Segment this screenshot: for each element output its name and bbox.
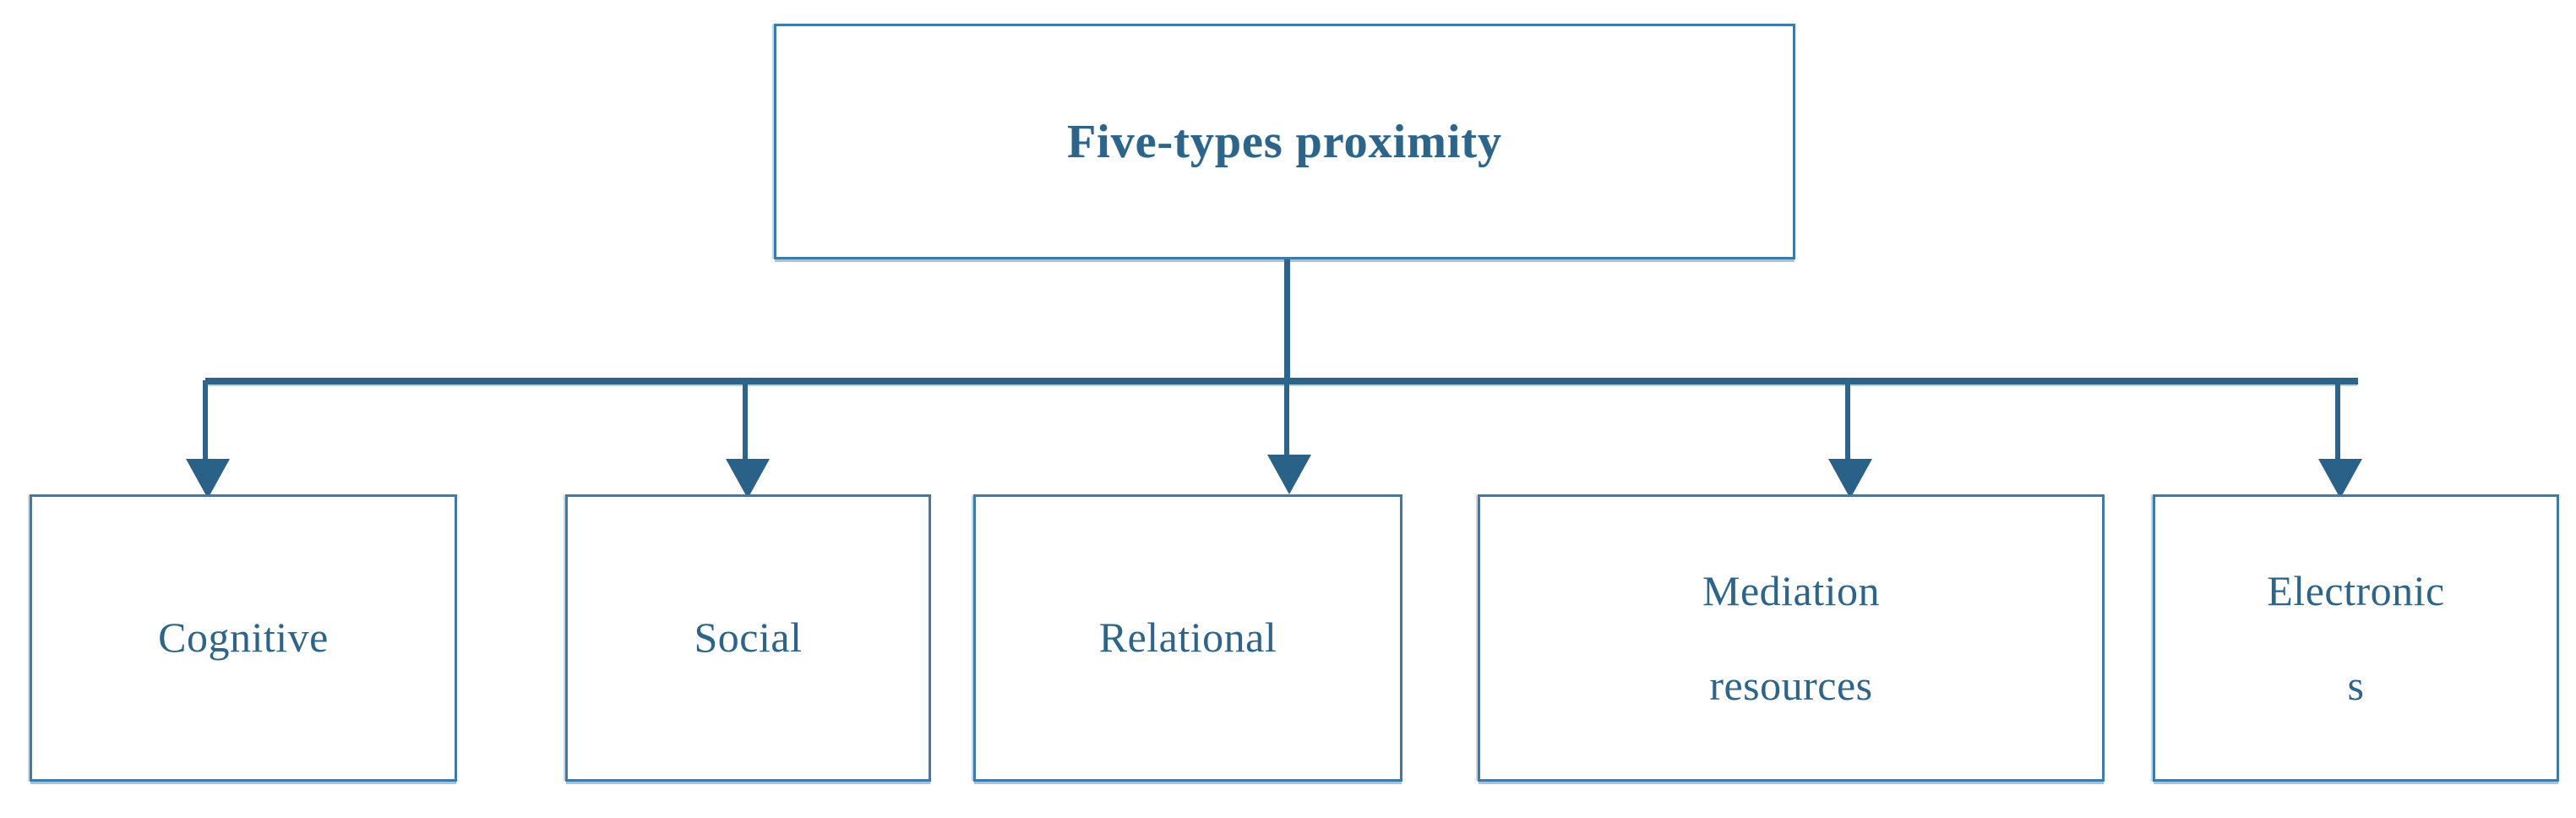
node-relational[interactable]: Relational: [973, 494, 1402, 782]
connector-horizontal-bus: [205, 378, 2358, 384]
node-five-types-proximity[interactable]: Five-types proximity: [774, 24, 1795, 259]
connector-drop-mediation: [1845, 380, 1850, 461]
node-mediation-resources[interactable]: Mediation resources: [1478, 494, 2105, 782]
arrowhead-cognitive-icon: [186, 459, 230, 499]
node-label-relational: Relational: [1098, 614, 1277, 662]
node-label-mediation-resources: Mediation resources: [1702, 566, 1881, 710]
node-label-social: Social: [694, 614, 803, 662]
connector-root-stem: [1284, 259, 1290, 383]
node-electronics[interactable]: Electronic s: [2153, 494, 2559, 782]
arrowhead-relational-icon: [1267, 455, 1311, 494]
connector-drop-electronics: [2335, 380, 2340, 461]
node-label-cognitive: Cognitive: [158, 614, 329, 662]
node-label-root: Five-types proximity: [1066, 115, 1503, 168]
node-cognitive[interactable]: Cognitive: [30, 494, 457, 782]
arrowhead-mediation-icon: [1828, 459, 1872, 499]
node-social[interactable]: Social: [565, 494, 931, 782]
connector-drop-social: [743, 380, 748, 461]
node-label-electronics: Electronic s: [2267, 566, 2445, 710]
arrowhead-social-icon: [726, 459, 770, 499]
arrowhead-electronics-icon: [2318, 459, 2362, 499]
connector-drop-cognitive: [203, 380, 208, 461]
connector-drop-relational: [1284, 380, 1289, 456]
